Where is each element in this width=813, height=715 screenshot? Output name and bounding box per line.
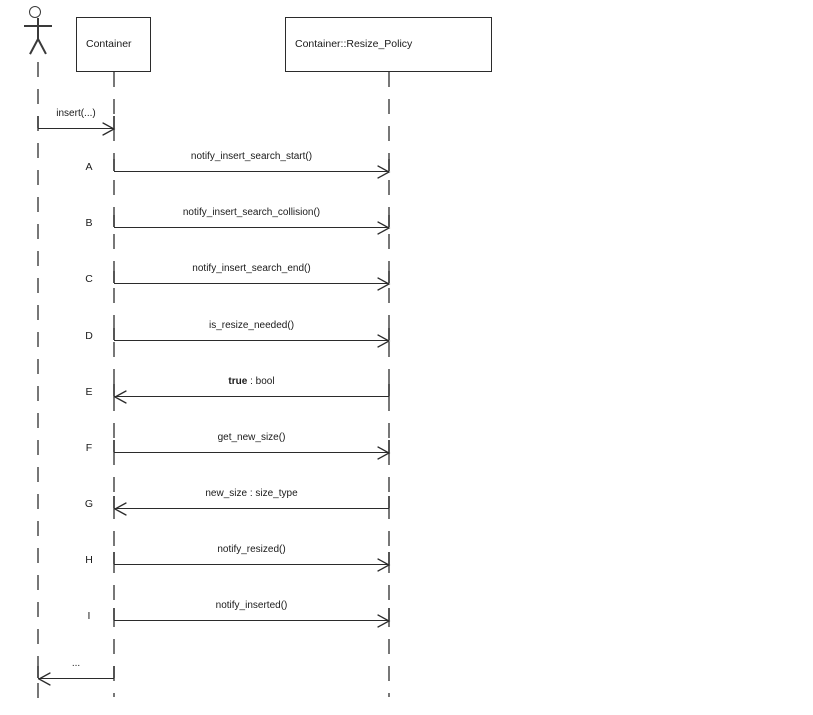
- message-arrowhead-left-icon: [37, 671, 51, 686]
- actor-body-icon: [37, 18, 39, 40]
- message-arrowhead-right-icon: [377, 557, 391, 572]
- message-line[interactable]: [114, 452, 389, 454]
- activation-stub: [37, 116, 39, 128]
- activation-stub: [37, 666, 39, 678]
- message-label: notify_insert_search_start(): [190, 151, 313, 162]
- activation-stub: [388, 328, 390, 340]
- message-label: notify_resized(): [217, 544, 286, 555]
- message-arrowhead-right-icon: [377, 220, 391, 235]
- lifeline-actor: [37, 62, 39, 707]
- activation-stub: [113, 271, 115, 283]
- activation-stub: [113, 384, 115, 396]
- message-line[interactable]: [114, 227, 389, 229]
- message-label: is_resize_needed(): [208, 320, 295, 331]
- message-arrowhead-right-icon: [377, 164, 391, 179]
- message-arrowhead-right-icon: [102, 121, 116, 136]
- activation-stub: [388, 215, 390, 227]
- activation-stub: [113, 496, 115, 508]
- actor-figure: [20, 6, 58, 64]
- participant-box-resize-policy[interactable]: Container::Resize_Policy: [285, 17, 492, 72]
- activation-stub: [113, 159, 115, 171]
- message-line[interactable]: [114, 620, 389, 622]
- activation-stub: [388, 271, 390, 283]
- message-label-bold: true: [228, 376, 248, 387]
- participant-box-container[interactable]: Container: [76, 17, 151, 72]
- message-sequence-letter: D: [85, 330, 93, 342]
- message-sequence-letter: B: [85, 217, 93, 229]
- message-label: new_size : size_type: [205, 488, 298, 499]
- activation-stub: [113, 328, 115, 340]
- message-line[interactable]: [114, 283, 389, 285]
- message-arrowhead-left-icon: [113, 389, 127, 404]
- message-sequence-letter: C: [85, 273, 93, 285]
- message-label: notify_insert_search_end(): [192, 263, 311, 274]
- message-arrowhead-right-icon: [377, 333, 391, 348]
- message-line[interactable]: [114, 564, 389, 566]
- activation-stub: [113, 608, 115, 620]
- message-sequence-letter: E: [85, 386, 93, 398]
- message-line[interactable]: [114, 508, 389, 510]
- message-label: get_new_size(): [217, 432, 286, 443]
- message-label: notify_inserted(): [215, 600, 288, 611]
- participant-label-container: Container: [86, 38, 132, 50]
- activation-stub: [113, 116, 115, 128]
- actor-head-icon: [29, 6, 41, 18]
- message-line[interactable]: [114, 171, 389, 173]
- activation-stub: [388, 440, 390, 452]
- message-line[interactable]: [38, 128, 114, 130]
- activation-stub: [388, 496, 390, 508]
- message-sequence-letter: H: [85, 554, 93, 566]
- message-label: true : bool: [228, 376, 275, 387]
- activation-stub: [388, 552, 390, 564]
- activation-stub: [388, 608, 390, 620]
- activation-stub: [113, 215, 115, 227]
- actor-right-leg-icon: [37, 38, 47, 55]
- activation-stub: [388, 159, 390, 171]
- activation-stub: [113, 440, 115, 452]
- message-label: ...: [71, 658, 81, 669]
- activation-stub: [388, 384, 390, 396]
- message-label: notify_insert_search_collision(): [182, 207, 321, 218]
- message-arrowhead-right-icon: [377, 613, 391, 628]
- message-sequence-letter: G: [84, 498, 94, 510]
- message-sequence-letter: A: [85, 161, 93, 173]
- message-line[interactable]: [38, 678, 114, 680]
- message-arrowhead-left-icon: [113, 501, 127, 516]
- participant-label-resize-policy: Container::Resize_Policy: [295, 38, 413, 50]
- message-sequence-letter: I: [87, 610, 91, 622]
- message-arrowhead-right-icon: [377, 445, 391, 460]
- activation-stub: [113, 666, 115, 678]
- message-line[interactable]: [114, 396, 389, 398]
- message-label: insert(...): [56, 108, 96, 119]
- message-arrowhead-right-icon: [377, 276, 391, 291]
- activation-stub: [113, 552, 115, 564]
- message-sequence-letter: F: [85, 442, 93, 454]
- message-line[interactable]: [114, 340, 389, 342]
